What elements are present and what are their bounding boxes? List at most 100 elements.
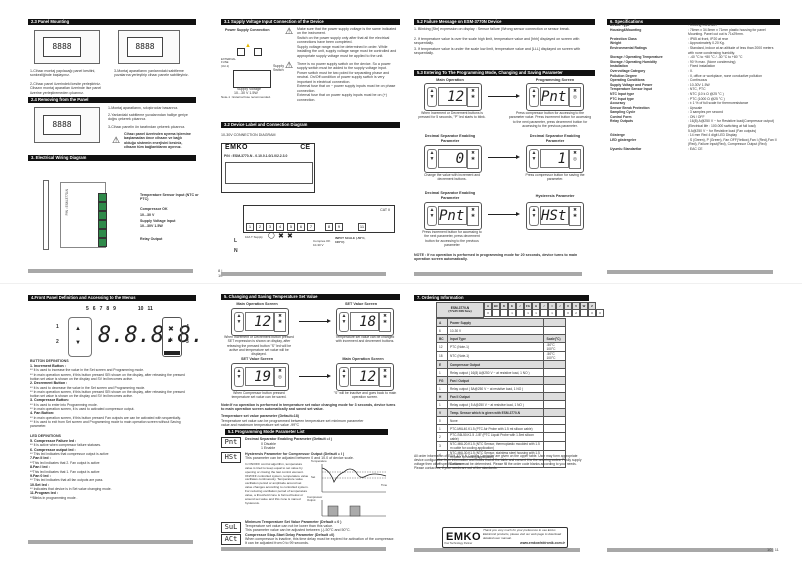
ce-mark: CE <box>300 144 310 151</box>
compressor-icon: ◯ <box>268 233 275 239</box>
order-table-cell: E <box>436 360 448 369</box>
spec-row: (Red), Failure Input(Red), Compressor Ou… <box>610 142 800 147</box>
param-option-enable: 1 Enable <box>261 446 276 450</box>
order-table-cell: 10-30 V <box>446 326 545 335</box>
screen-title: Decimal Separator Enabling Parameter <box>529 134 581 143</box>
spec-value: : Cooling Controller <box>688 23 718 27</box>
lcd-value: 1 <box>540 149 569 168</box>
spec-row: Weight: Approximately 0.20 Kg. <box>610 41 800 46</box>
spec-value: : S (Green), P (Green), Fan OFF(Yellow),… <box>688 137 777 142</box>
order-code-value: 0 <box>588 309 596 317</box>
spec-value: : ON / OFF <box>688 114 705 119</box>
emko-badge <box>164 351 180 355</box>
param-code-hst: HSt <box>221 452 241 463</box>
input-scale: INPUT SCALE (-50°C, 100°C) <box>335 236 366 244</box>
arrow-right-icon <box>299 319 331 323</box>
spec-key: Pollution Degree <box>610 73 637 78</box>
label-pn: P/N : ESM-3770-N - 0.10.0.1.0/1.0/2.2.3.… <box>224 154 288 158</box>
terminal-4: 4 <box>276 223 284 231</box>
fan-compressor-buttons: ✖✱ <box>467 206 479 226</box>
label-temp-sensor: Temperature Sensor Input (NTC or PTC) <box>140 193 199 202</box>
lcd-value: 18 <box>350 312 379 331</box>
fan-button-icon[interactable]: ✖ <box>168 326 174 333</box>
button-definitions: 1. Increment Button :** It is used to in… <box>30 364 195 429</box>
section-header: 2.4 Removing from the Panel <box>28 97 196 103</box>
order-table-cell: Relay output ( 16(8) A@250 V ~ at resist… <box>446 368 545 377</box>
label-inner-diagram <box>225 162 313 184</box>
warning-icon: ▲ <box>245 43 251 49</box>
lcd-pnt: ▲▼ Pnt ✖✱ <box>424 202 482 230</box>
model-box: ESM-3770-N (77x35 DIN Size) <box>436 302 484 318</box>
spec-value: : NTC (10 k Ω @25 °C ) <box>688 91 724 96</box>
lcd-main-screen: ▲▼ 12 ✖✱ <box>231 308 289 336</box>
graph-ylabel: Temperature <box>311 459 327 463</box>
spec-row: Sensor Break Protection: Upscale <box>610 106 800 111</box>
device-display-icon: 8888 <box>43 37 81 57</box>
screen-caption: Press increment button for accessing to … <box>422 230 482 247</box>
order-table-cell: Relay output ( 5 A@250 V ~ at resistive … <box>446 400 545 409</box>
spec-key: Sampling Cycle <box>610 110 636 115</box>
spec-value: : 90 % max. (None condensing) <box>688 59 736 64</box>
order-table-cell: None <box>446 416 545 425</box>
screen-caption: When Increment or Decrement button press… <box>224 335 294 356</box>
front-display: 8.8.8.8. <box>98 323 204 348</box>
lcd-value: 0 <box>438 149 467 168</box>
led-def-line: **Blinks in programming mode . <box>30 495 78 500</box>
warning-icon: ⚠ <box>285 26 294 36</box>
order-table-cell: 1 <box>436 424 448 433</box>
panel-mounting-illustration-2: 8888 <box>118 30 180 64</box>
decrement-button-icon[interactable]: ▼ <box>75 340 81 346</box>
order-table-cell: 1 <box>436 400 448 409</box>
button-def-title: 4. Fan Button: <box>30 411 55 416</box>
top-sheet: 2.3 Panel Mounting 8888 8888 1-Cihazı mo… <box>0 0 802 283</box>
ordering-note: All order information of ESM-3770-N Cool… <box>414 454 582 471</box>
failure-item-3: 3. If temperature value is under the sca… <box>414 47 581 56</box>
up-down-buttons: ▲▼ <box>529 206 539 226</box>
order-table-cell: NTC-M6L20.K1.5 (NTC Sensor, thermoplasti… <box>446 441 545 451</box>
panel-removal-illustration: 8888 <box>34 107 100 143</box>
increment-button-icon[interactable]: ▲ <box>75 326 81 332</box>
supply-warning-1: Make sure that the power supply voltage … <box>297 27 397 58</box>
order-table-cell: -50°C 100°C <box>543 351 566 361</box>
lcd-programming: ▲▼ Pnt ✖◎ <box>526 83 584 111</box>
spec-key: Gösterge <box>610 133 625 138</box>
param-desc: Temperature set value can not be lower t… <box>245 524 334 528</box>
section-header: 3.1 Supply Voltage Input Connection of t… <box>221 19 400 25</box>
thanks-text: Thank you very much for your preference … <box>483 528 562 540</box>
spec-key: Protection Class <box>610 36 637 41</box>
fan-compressor-buttons: ✖✱ <box>379 367 391 387</box>
programming-note: NOTE : If no operation is performed in p… <box>414 253 578 262</box>
param-desc: When compressor is inactive, this time d… <box>245 537 395 546</box>
lcd-set-screen-save: ▲▼ 19 ✖◎ <box>231 363 289 391</box>
terminal-2: 2 <box>256 223 264 231</box>
order-table-cell: 12 <box>436 342 448 352</box>
callout-number: 5 <box>86 306 89 312</box>
order-table-cell <box>543 416 566 425</box>
button-def-line: ** It is used to decrease the value in t… <box>30 385 146 390</box>
spec-row: Storage / Operating Temperature: -40 °C … <box>610 55 800 60</box>
button-def-title: 2. Decrement Button : <box>30 381 68 386</box>
button-def-line: ** In main operation screen, if this but… <box>30 372 185 381</box>
order-table-cell: Customer <box>446 459 545 468</box>
website-link[interactable]: www.emkoelektronik.com.tr <box>520 541 565 545</box>
callout-number: 10 <box>137 306 144 312</box>
spec-row: (Electrical life : 100.000 switching at … <box>610 124 800 129</box>
spec-row: Control Form: ON / OFF <box>610 115 800 120</box>
spec-row: Mounting. Panel cut out is 71x29mm. <box>610 32 800 37</box>
device-pn: P/N : ESM-3770-N <box>65 189 69 216</box>
terminal <box>98 202 107 211</box>
hysteresis-graph <box>321 464 387 517</box>
callout-4: 4 <box>186 324 189 330</box>
spec-row: with none condensing humidity. <box>610 51 800 56</box>
switch-label: Supply Switch <box>273 64 284 73</box>
compressor-button-icon[interactable]: ✱ <box>168 338 174 344</box>
order-code-value: 1 <box>524 309 532 317</box>
screen-caption: Temperature set value can be changed wit… <box>335 335 395 344</box>
bottom-sheet: 4.Front Panel Definition and Accessing t… <box>0 283 802 567</box>
